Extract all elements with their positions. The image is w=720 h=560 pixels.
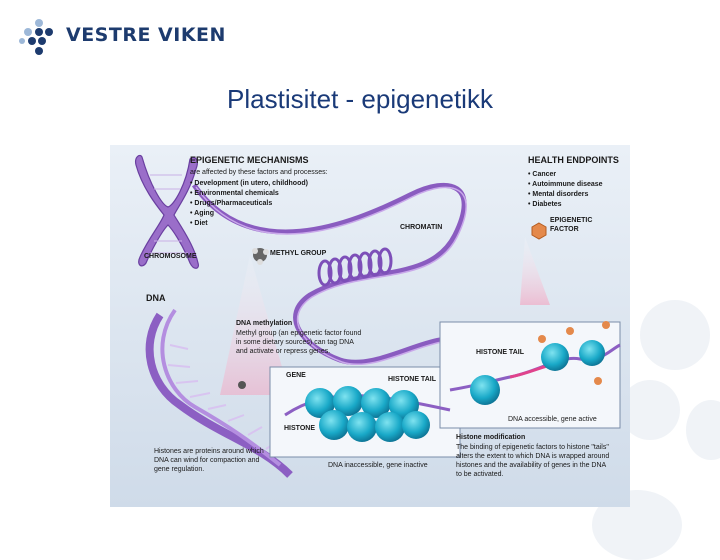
histone-tail-label-active: HISTONE TAIL <box>476 349 525 356</box>
histones-compact <box>284 386 451 442</box>
histone-modification-line: to be activated. <box>456 471 504 478</box>
methylation-arrow <box>220 255 290 395</box>
histones-note-line: gene regulation. <box>154 466 204 473</box>
histone-label: HISTONE <box>284 425 315 432</box>
dna-methylation-line: in some dietary sources) can tag DNA <box>236 339 354 346</box>
mechanisms-heading: EPIGENETIC MECHANISMS <box>190 155 309 165</box>
mechanism-item: • Drugs/Pharmaceuticals <box>190 200 272 207</box>
mechanism-item: • Environmental chemicals <box>190 190 279 197</box>
decor-circle <box>640 300 710 370</box>
histone-modification-line: The binding of epigenetic factors to his… <box>456 444 609 451</box>
slide-title: Plastisitet - epigenetikk <box>227 84 493 114</box>
decor-circle <box>686 400 720 460</box>
mechanism-item: • Aging <box>190 210 214 217</box>
histone-tail-label-inactive: HISTONE TAIL <box>388 376 437 383</box>
epigenetic-factor-label: EPIGENETIC <box>550 217 592 224</box>
mechanism-item: • Diet <box>190 220 208 227</box>
mechanism-item: • Development (in utero, childhood) <box>190 180 308 187</box>
mechanisms-subheading: are affected by these factors and proces… <box>190 169 328 176</box>
methyl-group-label: METHYL GROUP <box>270 250 327 257</box>
chromatin-highlight <box>195 186 467 366</box>
dna-double-helix <box>145 308 293 478</box>
epigenetic-factor-icon <box>531 222 547 240</box>
dna-inactive-label: DNA inaccessible, gene inactive <box>328 462 428 469</box>
chromosome-label: CHROMOSOME <box>144 253 197 260</box>
histones-spread <box>449 321 621 405</box>
dna-label: DNA <box>146 293 166 303</box>
health-item: • Cancer <box>528 171 556 178</box>
dna-active-label: DNA accessible, gene active <box>508 416 597 423</box>
health-item: • Diabetes <box>528 201 562 208</box>
histone-active-panel <box>439 321 621 429</box>
health-item: • Autoimmune disease <box>528 181 603 188</box>
epigenetics-diagram-svg: EPIGENETIC MECHANISMS are affected by th… <box>110 145 630 507</box>
epigenetic-factor-label: FACTOR <box>550 226 579 233</box>
epigenetics-diagram: EPIGENETIC MECHANISMS are affected by th… <box>110 145 630 507</box>
dna-methylation-line: and activate or repress genes. <box>236 348 330 355</box>
health-item: • Mental disorders <box>528 191 589 198</box>
decor-circle <box>620 380 680 440</box>
chromatin-fiber <box>191 182 467 365</box>
histone-modification-line: histones and the availability of genes i… <box>456 462 607 469</box>
brand-name: VESTRE VIKEN <box>66 24 226 46</box>
vestre-viken-logo-icon <box>19 19 53 55</box>
methyl-group-icon <box>252 248 269 265</box>
dna-methylation-heading: DNA methylation <box>236 320 292 327</box>
factor-arrow <box>520 237 550 305</box>
methyl-tag-icon <box>238 381 246 389</box>
histone-modification-heading: Histone modification <box>456 434 525 441</box>
gene-label: GENE <box>286 372 306 379</box>
histones-note-line: Histones are proteins around which <box>154 448 264 455</box>
histones-note-line: DNA can wind for compaction and <box>154 457 260 464</box>
histone-modification-line: alters the extent to which DNA is wrappe… <box>456 453 609 460</box>
chromatin-label: CHROMATIN <box>400 224 442 231</box>
chromatin-coil <box>317 247 393 287</box>
chromosome-shape <box>135 154 199 269</box>
dna-methylation-line: Methyl group (an epigenetic factor found <box>236 330 361 337</box>
health-heading: HEALTH ENDPOINTS <box>528 155 619 165</box>
